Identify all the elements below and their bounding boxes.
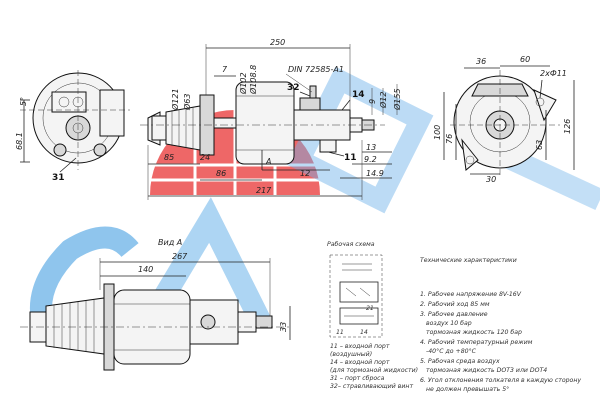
- dim-100: 100: [433, 125, 442, 140]
- bleed-screw: [309, 85, 317, 99]
- dim-267: 267: [172, 252, 188, 261]
- dim-2x11: 2xФ11: [540, 69, 567, 78]
- label-14: 14: [352, 90, 365, 100]
- spec-line: не должен превышать 5°: [426, 385, 509, 393]
- legend-line: 14 – входной порт: [330, 359, 390, 366]
- side-view-a: Вид A 267 140 33: [20, 238, 291, 371]
- spec-line: 3. Рабочее давление: [420, 310, 488, 318]
- dim-36: 36: [476, 57, 486, 66]
- spec-line: 2. Рабочий ход 85 мм: [420, 300, 490, 308]
- legend-line: (воздушный): [330, 351, 372, 358]
- watermark-letter-a: [140, 197, 270, 326]
- dim-9-2: 9.2: [364, 155, 377, 164]
- scheme-title: Рабочая схема: [327, 240, 375, 248]
- right-end-view: 36 60 2xФ11 100 76 63 126 30: [433, 55, 575, 184]
- port-11: 11: [336, 329, 344, 336]
- dim-140: 140: [138, 265, 153, 274]
- dim-63: 63: [535, 140, 544, 150]
- label-31: 31: [52, 173, 65, 183]
- dim-33: 33: [279, 322, 288, 332]
- spec-line: 5. Рабочая среда воздух: [420, 357, 500, 365]
- legend-line: 11 – входной порт: [330, 343, 390, 350]
- spec-line: воздух 10 бар: [426, 319, 472, 327]
- spec-line: -40°С до +80°С: [426, 347, 477, 355]
- view-a-title: Вид A: [158, 238, 182, 247]
- dim-24: 24: [200, 153, 210, 162]
- dim-126: 126: [563, 119, 572, 134]
- label-11: 11: [344, 153, 357, 163]
- view-mark-a: A: [265, 157, 271, 166]
- dim-60: 60: [520, 55, 530, 64]
- dim-12: 12: [300, 169, 310, 178]
- dim-d108-8: Ø108.8: [248, 65, 258, 95]
- spec-line: тормозная жидкость DOT3 или DOT4: [426, 367, 547, 374]
- dim-85: 85: [164, 153, 174, 162]
- label-32: 32: [287, 83, 300, 93]
- operating-scheme: Рабочая схема 11 14 21: [327, 240, 383, 338]
- boot-bellows: [151, 115, 167, 141]
- dim-68-1: 68.1: [15, 132, 24, 150]
- dim-7: 7: [222, 65, 228, 74]
- watermark-letter-f: [286, 66, 434, 214]
- dim-76: 76: [445, 134, 454, 144]
- port-legend: 11 – входной порт (воздушный) 14 – входн…: [330, 343, 418, 390]
- legend-line: 31 – порт сброса: [330, 374, 385, 382]
- dim-14-9: 14.9: [366, 169, 384, 178]
- spec-line: 4. Рабочий температурный режим: [420, 338, 533, 346]
- dim-13: 13: [366, 143, 376, 152]
- left-end-view: 68.1 5° 31: [15, 70, 130, 183]
- dim-30: 30: [486, 175, 496, 184]
- dim-d63: Ø63: [182, 94, 192, 111]
- spec-line: тормозная жидкость 120 бар: [426, 328, 522, 336]
- spec-line: 6. Угол отклонения толкателя в каждую ст…: [420, 377, 581, 384]
- dim-217: 217: [256, 186, 272, 195]
- dim-250: 250: [270, 38, 285, 47]
- specs-title: Технические характеристики: [420, 257, 517, 264]
- watermark-letter-s: [29, 226, 139, 334]
- front-view: 250 7 DIN 72585-A1 32 14 Ø121 Ø63 Ø102 Ø…: [140, 38, 402, 200]
- dim-angle-5: 5°: [19, 97, 28, 106]
- dim-9: 9: [368, 99, 377, 104]
- legend-line: 32– стравливающий винт: [330, 383, 413, 390]
- port-21: 21: [366, 305, 374, 312]
- dim-86: 86: [216, 169, 226, 178]
- legend-line: (для тормозной жидкости): [330, 367, 418, 374]
- dim-d121: Ø121: [170, 88, 180, 111]
- dim-standard: DIN 72585-A1: [288, 65, 344, 74]
- connector-a: [255, 315, 273, 329]
- spec-line: 1. Рабочее напряжение 8V-16V: [420, 290, 522, 298]
- dim-d102: Ø102: [238, 72, 248, 95]
- port-14: 14: [360, 329, 368, 336]
- specifications: Технические характеристики 1. Рабочее на…: [420, 257, 581, 393]
